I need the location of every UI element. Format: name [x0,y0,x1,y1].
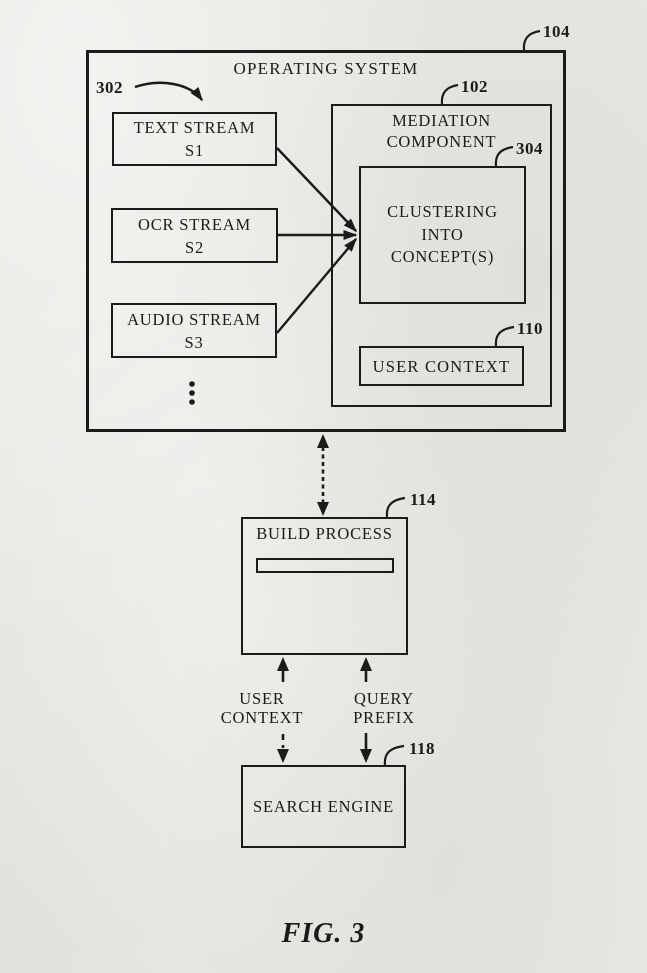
leader-118 [383,744,405,766]
ref-302: 302 [96,78,123,97]
ocr-stream-box: OCR STREAM S2 [111,208,278,263]
ref-102: 102 [461,77,488,96]
ref-114: 114 [410,490,437,509]
search-engine-label: SEARCH ENGINE [252,797,395,816]
user-context-box-label: USER CONTEXT [372,356,511,376]
query-prefix-down-arrow [360,733,372,763]
build-process-box: BUILD PROCESS [241,517,408,655]
build-process-label: BUILD PROCESS [256,524,393,543]
text-stream-box: TEXT STREAM S1 [112,112,277,166]
search-engine-box: SEARCH ENGINE [241,765,406,848]
leader-114 [385,496,406,518]
figure-caption: FIG. 3 [281,918,366,949]
ref-104: 104 [543,22,570,41]
ref-118: 118 [409,739,436,758]
query-prefix-bar [256,558,394,573]
query-prefix-up-arrow [360,657,372,682]
user-context-down-arrow [277,734,289,763]
text-stream-label: TEXT STREAM S1 [133,118,256,160]
operating-system-label: OPERATING SYSTEM [233,59,419,78]
mediation-component-label: MEDIATION COMPONENT [386,111,497,151]
os-build-link-arrow [317,434,329,516]
ref-110: 110 [517,319,544,338]
clustering-box: CLUSTERING INTO CONCEPT(S) [359,166,526,304]
user-context-flow-label: USER CONTEXT [220,689,304,727]
operating-system-box: OPERATING SYSTEM [86,50,566,432]
user-context-box: USER CONTEXT [359,346,524,386]
ocr-stream-label: OCR STREAM S2 [138,214,251,257]
audio-stream-box: AUDIO STREAM S3 [111,303,277,358]
clustering-label: CLUSTERING INTO CONCEPT(S) [387,202,498,267]
leader-104 [522,29,541,51]
user-context-up-arrow [277,657,289,682]
mediation-component-box: MEDIATION COMPONENT [331,104,552,407]
query-prefix-flow-label: QUERY PREFIX [353,689,415,727]
audio-stream-label: AUDIO STREAM S3 [127,309,261,352]
ref-304: 304 [516,139,543,158]
